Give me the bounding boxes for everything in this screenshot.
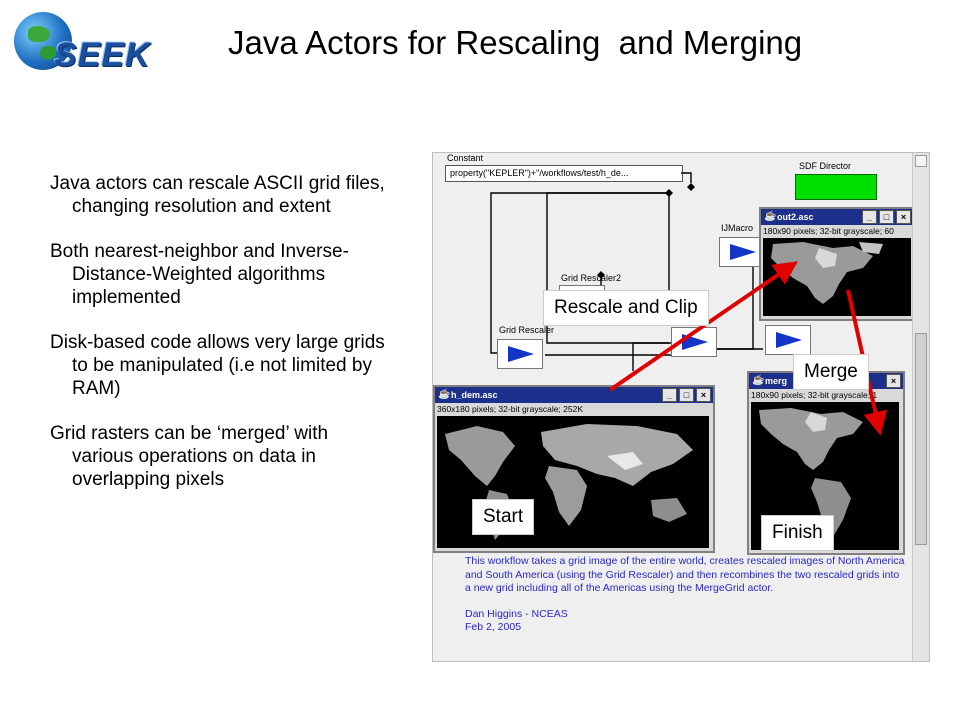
bullet-list: Java actors can rescale ASCII grid files… (50, 172, 390, 513)
bullet-rescale: Java actors can rescale ASCII grid files… (50, 173, 385, 217)
maximize-button[interactable]: □ (879, 210, 894, 224)
out2-image-info: 180x90 pixels; 32-bit grayscale; 60 (763, 226, 894, 236)
notes-description: This workflow takes a grid image of the … (465, 555, 905, 594)
ijmacro-mid-actor[interactable] (765, 325, 811, 355)
java-cup-icon: ☕ (764, 211, 777, 222)
maximize-button[interactable]: □ (679, 388, 694, 402)
notes-date: Feb 2, 2005 (465, 621, 522, 633)
java-cup-icon: ☕ (438, 389, 451, 400)
director-label: SDF Director (799, 161, 852, 171)
kepler-workflow-panel: Constant property("KEPLER")+"/workflows/… (432, 152, 930, 662)
close-button[interactable]: × (896, 210, 911, 224)
grid-rescaler-label: Grid Rescaler (499, 325, 555, 335)
scroll-up-button[interactable] (915, 155, 927, 167)
workflow-wires (490, 172, 763, 371)
bullet-merge: Grid rasters can be ‘merged’ with variou… (50, 423, 329, 490)
rescale-arrow (608, 261, 798, 392)
play-triangle-icon (776, 332, 802, 348)
grid-rescaler-actor[interactable] (497, 339, 543, 369)
minimize-button[interactable]: _ (862, 210, 877, 224)
callout-rescale-clip: Rescale and Clip (543, 290, 709, 326)
workflow-notes: This workflow takes a grid image of the … (465, 555, 905, 635)
logo-text: SEEK (54, 36, 151, 74)
merge-window-title: merg (765, 376, 788, 386)
callout-start: Start (472, 499, 535, 535)
sdf-director[interactable] (795, 174, 877, 200)
minimize-button[interactable]: _ (662, 388, 677, 402)
slide-title: Java Actors for Rescaling and Merging (228, 24, 803, 61)
bullet-disk-based: Disk-based code allows very large grids … (50, 332, 385, 399)
callout-finish: Finish (761, 515, 834, 551)
close-button[interactable]: × (696, 388, 711, 402)
play-triangle-icon (508, 346, 534, 362)
grid-rescaler2-label: Grid Rescaler2 (561, 273, 622, 283)
globe-icon (14, 12, 72, 70)
h-dem-image-info: 360x180 pixels; 32-bit grayscale; 252K (437, 404, 584, 414)
merge-image-info: 180x90 pixels; 32-bit grayscale; 1 (751, 390, 878, 400)
constant-label: Constant (447, 153, 484, 163)
notes-author: Dan Higgins - NCEAS (465, 607, 568, 620)
seek-logo: SEEK (10, 8, 160, 80)
close-button[interactable]: × (886, 374, 901, 388)
play-triangle-icon (730, 244, 756, 260)
vertical-scrollbar[interactable] (912, 153, 929, 661)
h-dem-window-title: h_dem.asc (451, 390, 498, 400)
bullet-algorithms: Both nearest-neighbor and Inverse-Distan… (50, 241, 349, 308)
java-cup-icon: ☕ (752, 375, 765, 386)
out2-window-title: out2.asc (777, 212, 814, 222)
callout-merge: Merge (793, 354, 869, 390)
ijmacro-top-label: IJMacro (721, 223, 754, 233)
scroll-thumb[interactable] (915, 333, 927, 545)
